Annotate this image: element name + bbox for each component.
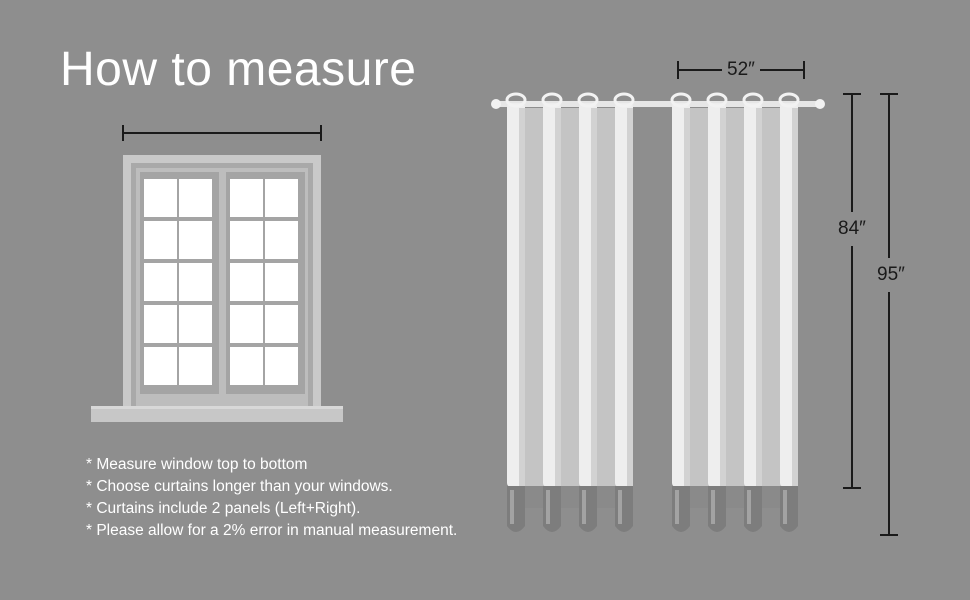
curtain-fold-shade <box>792 108 798 486</box>
grommet <box>778 92 800 108</box>
window-pane <box>179 179 212 217</box>
window-pane <box>265 263 298 301</box>
window-pane <box>144 179 177 217</box>
curtain-hem-highlight <box>675 490 679 524</box>
window-pane <box>144 347 177 385</box>
curtain-hem <box>579 486 597 532</box>
curtain-hem <box>507 486 525 532</box>
measurement-notes: * Measure window top to bottom * Choose … <box>86 454 457 542</box>
curtain-hem <box>615 486 633 532</box>
window-pane <box>144 263 177 301</box>
grommet <box>670 92 692 108</box>
curtain-back-fold <box>725 108 745 488</box>
window-pane <box>144 221 177 259</box>
window-pane <box>265 179 298 217</box>
window-pane <box>179 263 212 301</box>
curtain-hem-highlight <box>747 490 751 524</box>
curtain-hem <box>744 486 762 532</box>
curtain-hem-highlight <box>582 490 586 524</box>
curtain-back-hem <box>560 486 580 508</box>
curtain-back-hem <box>761 486 781 508</box>
curtain-back-fold <box>689 108 709 488</box>
curtain-hem <box>543 486 561 532</box>
window-pane <box>265 305 298 343</box>
grommet <box>577 92 599 108</box>
window-pane <box>179 221 212 259</box>
window-pane <box>265 221 298 259</box>
window-pane <box>179 305 212 343</box>
curtain-fold-shade <box>720 108 726 486</box>
note-item: * Measure window top to bottom <box>86 456 308 473</box>
curtain-hem-highlight <box>546 490 550 524</box>
window-pane <box>230 305 263 343</box>
length-84-indicator <box>843 93 861 489</box>
curtain-back-hem <box>725 486 745 508</box>
window-pane <box>230 179 263 217</box>
window-pane <box>230 263 263 301</box>
window-pane <box>144 305 177 343</box>
curtain-hem <box>780 486 798 532</box>
curtain-hem <box>708 486 726 532</box>
grommet <box>505 92 527 108</box>
window-pane <box>265 347 298 385</box>
grommet <box>742 92 764 108</box>
curtain-hem <box>672 486 690 532</box>
curtain-rod <box>491 99 825 109</box>
curtain-back-hem <box>596 486 616 508</box>
curtain-width-label: 52″ <box>727 59 755 80</box>
curtain-back-hem <box>689 486 709 508</box>
curtain-fold-shade <box>627 108 633 486</box>
window-pane <box>230 347 263 385</box>
length-84-label: 84″ <box>838 218 866 239</box>
curtain-back-fold <box>761 108 781 488</box>
note-item: * Please allow for a 2% error in manual … <box>86 522 458 539</box>
page-title: How to measure <box>60 43 417 96</box>
grommet <box>706 92 728 108</box>
note-item: * Choose curtains longer than your windo… <box>86 478 393 495</box>
window-pane <box>230 221 263 259</box>
curtain-back-fold <box>596 108 616 488</box>
curtain-fold-shade <box>555 108 561 486</box>
curtain-hem-highlight <box>510 490 514 524</box>
note-item: * Curtains include 2 panels (Left+Right)… <box>86 500 361 517</box>
curtain-fold-shade <box>756 108 762 486</box>
grommet <box>613 92 635 108</box>
curtain-fold-shade <box>591 108 597 486</box>
grommet <box>541 92 563 108</box>
window-pane <box>179 347 212 385</box>
curtain-panels <box>505 92 800 532</box>
curtain-back-fold <box>524 108 544 488</box>
length-95-label: 95″ <box>877 264 905 285</box>
curtain-fold-shade <box>684 108 690 486</box>
length-95-indicator <box>880 93 898 536</box>
curtain-hem-highlight <box>783 490 787 524</box>
window-illustration <box>91 155 343 422</box>
curtain-hem-highlight <box>618 490 622 524</box>
curtain-back-hem <box>524 486 544 508</box>
window-width-indicator <box>122 125 322 141</box>
curtain-back-fold <box>560 108 580 488</box>
curtain-hem-highlight <box>711 490 715 524</box>
curtain-width-indicator <box>677 61 805 79</box>
curtain-fold-shade <box>519 108 525 486</box>
